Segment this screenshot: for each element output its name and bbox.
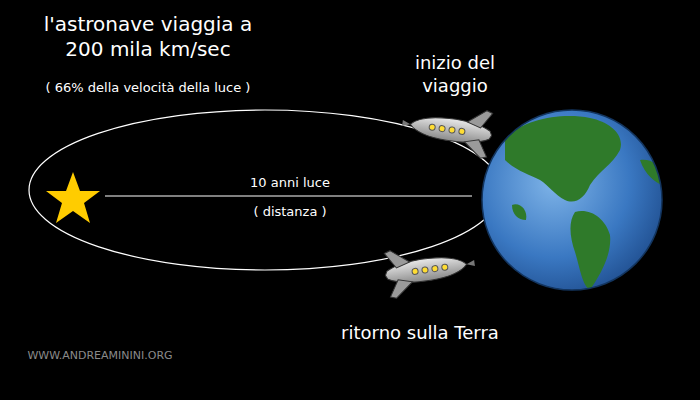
distance-value: 10 anni luce: [210, 175, 370, 191]
spaceship-returning: [382, 239, 478, 299]
earth-globe: [482, 108, 663, 290]
star-icon: [46, 172, 100, 223]
distance-caption: ( distanza ): [210, 204, 370, 220]
title-note: l'astronave viaggia a 200 mila km/sec: [23, 12, 273, 62]
start-label: inizio del viaggio: [380, 52, 530, 97]
return-label: ritorno sulla Terra: [300, 322, 540, 345]
speed-note: ( 66% della velocità della luce ): [18, 80, 278, 96]
distance-line: [105, 196, 472, 197]
watermark: WWW.ANDREAMININI.ORG: [10, 349, 190, 363]
orbit-path: [29, 110, 501, 270]
spaceship-departing: [399, 99, 495, 159]
